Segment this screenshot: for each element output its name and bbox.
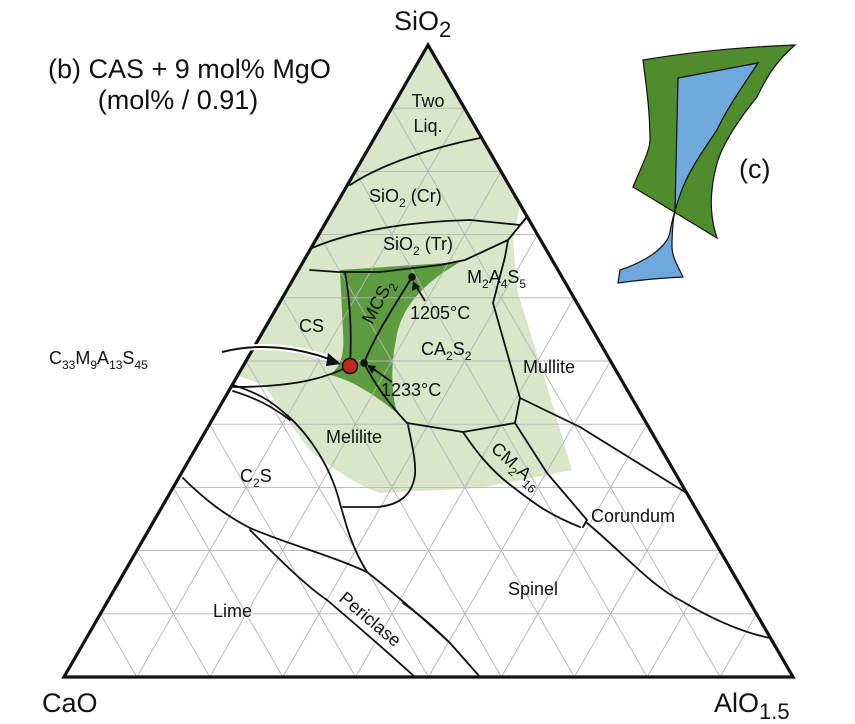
field-label-ca2s2: CA2S2: [421, 339, 472, 363]
field-label-mullite: Mullite: [523, 357, 575, 377]
arrowhead-1205-icon: [412, 281, 420, 291]
vertex-label-cao: CaO: [42, 688, 98, 718]
temperature-label-1233: 1233°C: [381, 380, 441, 400]
arrow-1205: [415, 285, 426, 302]
field-label-lime: Lime: [213, 601, 252, 621]
field-label-m2a4s5: M2A4S5: [467, 267, 526, 291]
boundary-melilite-right: [342, 424, 417, 508]
grid-line-cao: [100, 613, 138, 678]
vertex-label-sio2: SiO2: [394, 6, 451, 42]
grid-line-cao: [245, 360, 429, 678]
field-label-two-liq-2: Liq.: [413, 116, 442, 136]
boundary-corundum-spinel: [586, 522, 771, 639]
boundary-c2s-upper: [232, 384, 368, 573]
grid-line-alo15: [136, 107, 465, 678]
composition-arrow-line: [221, 345, 333, 361]
field-label-melilite: Melilite: [326, 427, 382, 447]
inset-blue-region: [617, 62, 760, 284]
phase-boundaries: [182, 137, 771, 678]
boundary-melilite-ca2s2: [406, 397, 521, 433]
grid-line-alo15: [719, 613, 757, 678]
boundary-cristobalite-tridymite: [311, 217, 527, 249]
arrow-1233: [371, 367, 393, 383]
eutectic-point-1205: [408, 273, 416, 281]
grid-line-cao: [391, 107, 721, 678]
diagram-subtitle: (mol% / 0.91): [98, 85, 259, 115]
grid-line-cao: [318, 234, 575, 678]
ternary-triangle-frame: [61, 41, 796, 679]
grid-line-cao: [172, 487, 284, 678]
boundary-cm2a16-spinel: [462, 431, 581, 528]
composition-point-red: [341, 357, 359, 375]
grid-line-cao: [136, 550, 211, 678]
arrowhead-1233-icon: [367, 365, 376, 374]
vertex-label-alo15: AlO1.5: [714, 688, 790, 724]
composition-grid: [100, 107, 757, 678]
composition-label: C33M9A13S45: [49, 348, 148, 372]
inset-c: (c): [617, 44, 797, 284]
field-label-corundum: Corundum: [591, 506, 675, 526]
inset-label: (c): [739, 154, 770, 184]
temperature-label-1205: 1205°C: [410, 303, 470, 323]
grid-line-cao: [209, 423, 356, 678]
field-label-two-liq-1: Two: [411, 91, 444, 111]
boundary-tridymite-lower: [309, 239, 521, 399]
grid-line-alo15: [501, 423, 648, 678]
diagram-title: (b) CAS + 9 mol% MgO: [48, 54, 331, 84]
field-label-sio2-cr: SiO2 (Cr): [369, 186, 442, 210]
boundary-periclase-inner: [402, 602, 451, 644]
boundary-mullite-cm2a16: [514, 422, 588, 528]
liquid-region-dark: [330, 262, 460, 413]
boundary-mcs2-left: [344, 271, 352, 367]
field-label-spinel: Spinel: [508, 579, 558, 599]
field-label-sio2-tr: SiO2 (Tr): [383, 234, 453, 258]
field-label-c2s: C2S: [240, 466, 272, 490]
boundary-mullite-corundum: [519, 397, 686, 493]
grid-line-alo15: [573, 487, 684, 678]
boundary-c2s-upper-2: [232, 390, 291, 421]
boundary-m2a4s5: [507, 217, 527, 241]
field-label-cs: CS: [299, 316, 324, 336]
field-label-periclase: Periclase: [335, 588, 405, 651]
composition-arrowhead-icon: [326, 353, 341, 366]
boundary-lime-periclase: [249, 529, 416, 678]
boundary-two-liquid: [349, 137, 481, 186]
grid-line-alo15: [646, 550, 721, 678]
eutectic-point-1233: [360, 359, 368, 367]
grid-line-alo15: [428, 360, 611, 678]
boundary-c2s-lime: [182, 477, 368, 573]
inset-green-region: [632, 44, 797, 240]
